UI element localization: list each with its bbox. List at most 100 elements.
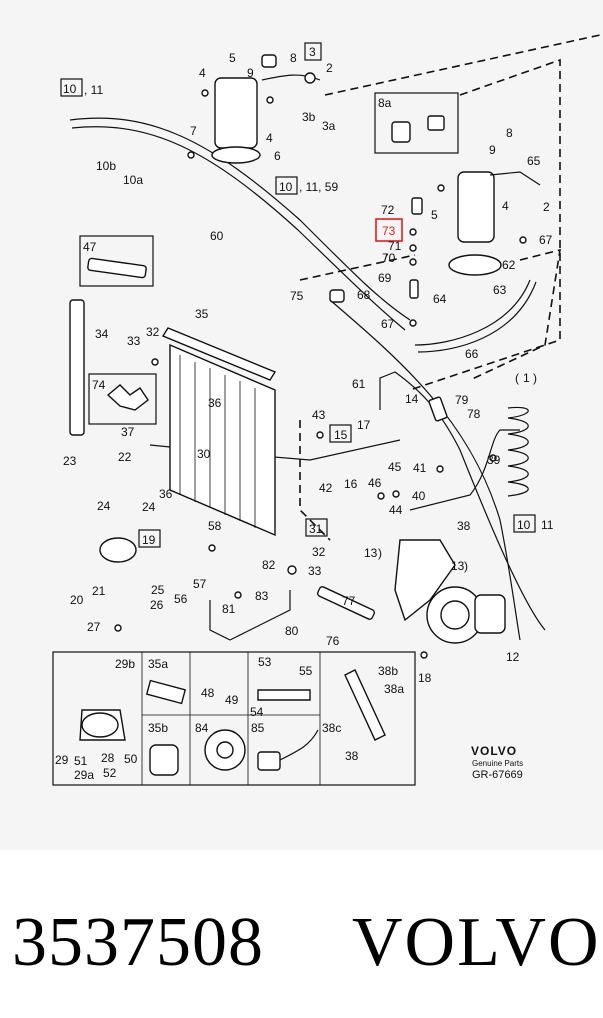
callout-label: 38 — [345, 749, 359, 763]
highlight-box-73 — [375, 218, 403, 242]
callout-label: 36 — [208, 396, 222, 410]
fitting-3 — [304, 72, 316, 84]
callout-label: 70 — [382, 251, 396, 265]
callout-label: 32 — [146, 325, 160, 339]
callout-label: 48 — [201, 686, 215, 700]
callout-label: 33 — [127, 334, 141, 348]
seal-strip-34 — [69, 299, 85, 436]
callout-label: 46 — [368, 476, 382, 490]
callout-label: 24 — [97, 499, 111, 513]
hose-10-right — [329, 299, 521, 641]
callout-label: 26 — [150, 598, 164, 612]
callout-label: 3b — [302, 110, 316, 124]
callout-label: 10 — [279, 180, 293, 194]
callout-label: 4 — [266, 131, 273, 145]
callout-label: 58 — [208, 519, 222, 533]
receiver-drier-mid — [457, 171, 495, 243]
callout-box-19 — [138, 529, 161, 548]
callout-label: 33 — [308, 564, 322, 578]
callout-label: 22 — [118, 450, 132, 464]
callout-label: 19 — [142, 533, 156, 547]
detail-84-hub — [216, 741, 234, 759]
body-outline-dash — [299, 34, 601, 541]
callout-label: 3a — [322, 119, 336, 133]
hose-10-top-b — [71, 126, 406, 331]
callout-label: 27 — [87, 620, 101, 634]
evaporator-coil-1 — [507, 406, 529, 497]
callout-label: 20 — [70, 593, 84, 607]
callout-label: 72 — [381, 203, 395, 217]
callout-label: 4 — [502, 199, 509, 213]
paren-open: ( — [515, 371, 519, 385]
callout-label: 3 — [309, 45, 316, 59]
callout-label: 71 — [388, 239, 402, 253]
paren-open: / — [384, 251, 388, 265]
callout-box-31 — [305, 518, 328, 537]
callout-label: 38c — [322, 721, 341, 735]
inset-8a-connector — [427, 115, 445, 131]
seal-strip-35 — [161, 327, 277, 381]
detail-85-sensor — [257, 751, 281, 771]
callout-box-15 — [329, 424, 352, 443]
callout-label: 1 — [523, 371, 530, 385]
callout-label: 68 — [357, 288, 371, 302]
callout-label: 32 — [312, 545, 326, 559]
callout-label: 29a — [74, 768, 94, 782]
pressure-switch-9a — [261, 54, 277, 68]
callout-label: 28 — [101, 751, 115, 765]
drier-bracket-6 — [211, 146, 261, 164]
detail-54-clamp — [257, 689, 311, 701]
callout-label: 53 — [258, 655, 272, 669]
callout-label: 78 — [467, 407, 481, 421]
callout-box-3 — [304, 42, 322, 61]
callout-label: 41 — [413, 461, 427, 475]
logo-reference: GR-67669 — [472, 769, 523, 781]
callout-label: 8a — [378, 96, 392, 110]
callout-label: 29 — [55, 753, 69, 767]
callout-label: 39 — [487, 453, 501, 467]
callout-label: 45 — [388, 460, 402, 474]
detail-panel-frame — [52, 651, 416, 786]
callout-label: 79 — [455, 393, 469, 407]
paren-close: ) — [533, 371, 537, 385]
inset-74-frame — [88, 373, 157, 425]
callout-label: 15 — [334, 428, 348, 442]
callout-label: 62 — [502, 258, 516, 272]
callout-label: 24 — [142, 500, 156, 514]
callout-label: 61 — [352, 377, 366, 391]
callout-label: 34 — [95, 327, 109, 341]
callout-label: 17 — [357, 418, 371, 432]
detail-85-wire — [279, 729, 319, 761]
callout-label: 8 — [506, 126, 513, 140]
pipe-38 — [409, 429, 520, 511]
callout-label: 10b — [96, 159, 116, 173]
callout-label: 31 — [309, 522, 323, 536]
callout-label: 82 — [262, 558, 276, 572]
callout-label: 5 — [229, 51, 236, 65]
callout-label: 2 — [326, 61, 333, 75]
callout-label: 60 — [210, 229, 224, 243]
fitting-72 — [411, 197, 423, 215]
inset-74-clip — [106, 384, 149, 411]
callout-label: 80 — [285, 624, 299, 638]
logo-brand: VOLVO — [471, 744, 517, 758]
inset-47-strip — [87, 257, 147, 279]
detail-35a-strip — [145, 679, 187, 705]
callout-label: 67 — [539, 233, 553, 247]
callout-label: 9 — [247, 66, 254, 80]
callout-label: 2 — [543, 200, 550, 214]
logo-subtitle: Genuine Parts — [472, 759, 523, 768]
callout-label: 23 — [63, 454, 77, 468]
callout-label: 10a — [123, 173, 143, 187]
pipe-80 — [209, 590, 291, 641]
callout-label: 77 — [342, 594, 356, 608]
paren-close: ) — [378, 546, 382, 560]
callout-label: 63 — [493, 283, 507, 297]
callout-label: 57 — [193, 577, 207, 591]
callout-label: , 11 — [84, 83, 103, 97]
callout-label: 12 — [506, 650, 520, 664]
detail-panel-dividers — [141, 652, 321, 785]
valve-69 — [409, 279, 419, 299]
callout-label: 7 — [190, 124, 197, 138]
callout-label: 6 — [274, 149, 281, 163]
